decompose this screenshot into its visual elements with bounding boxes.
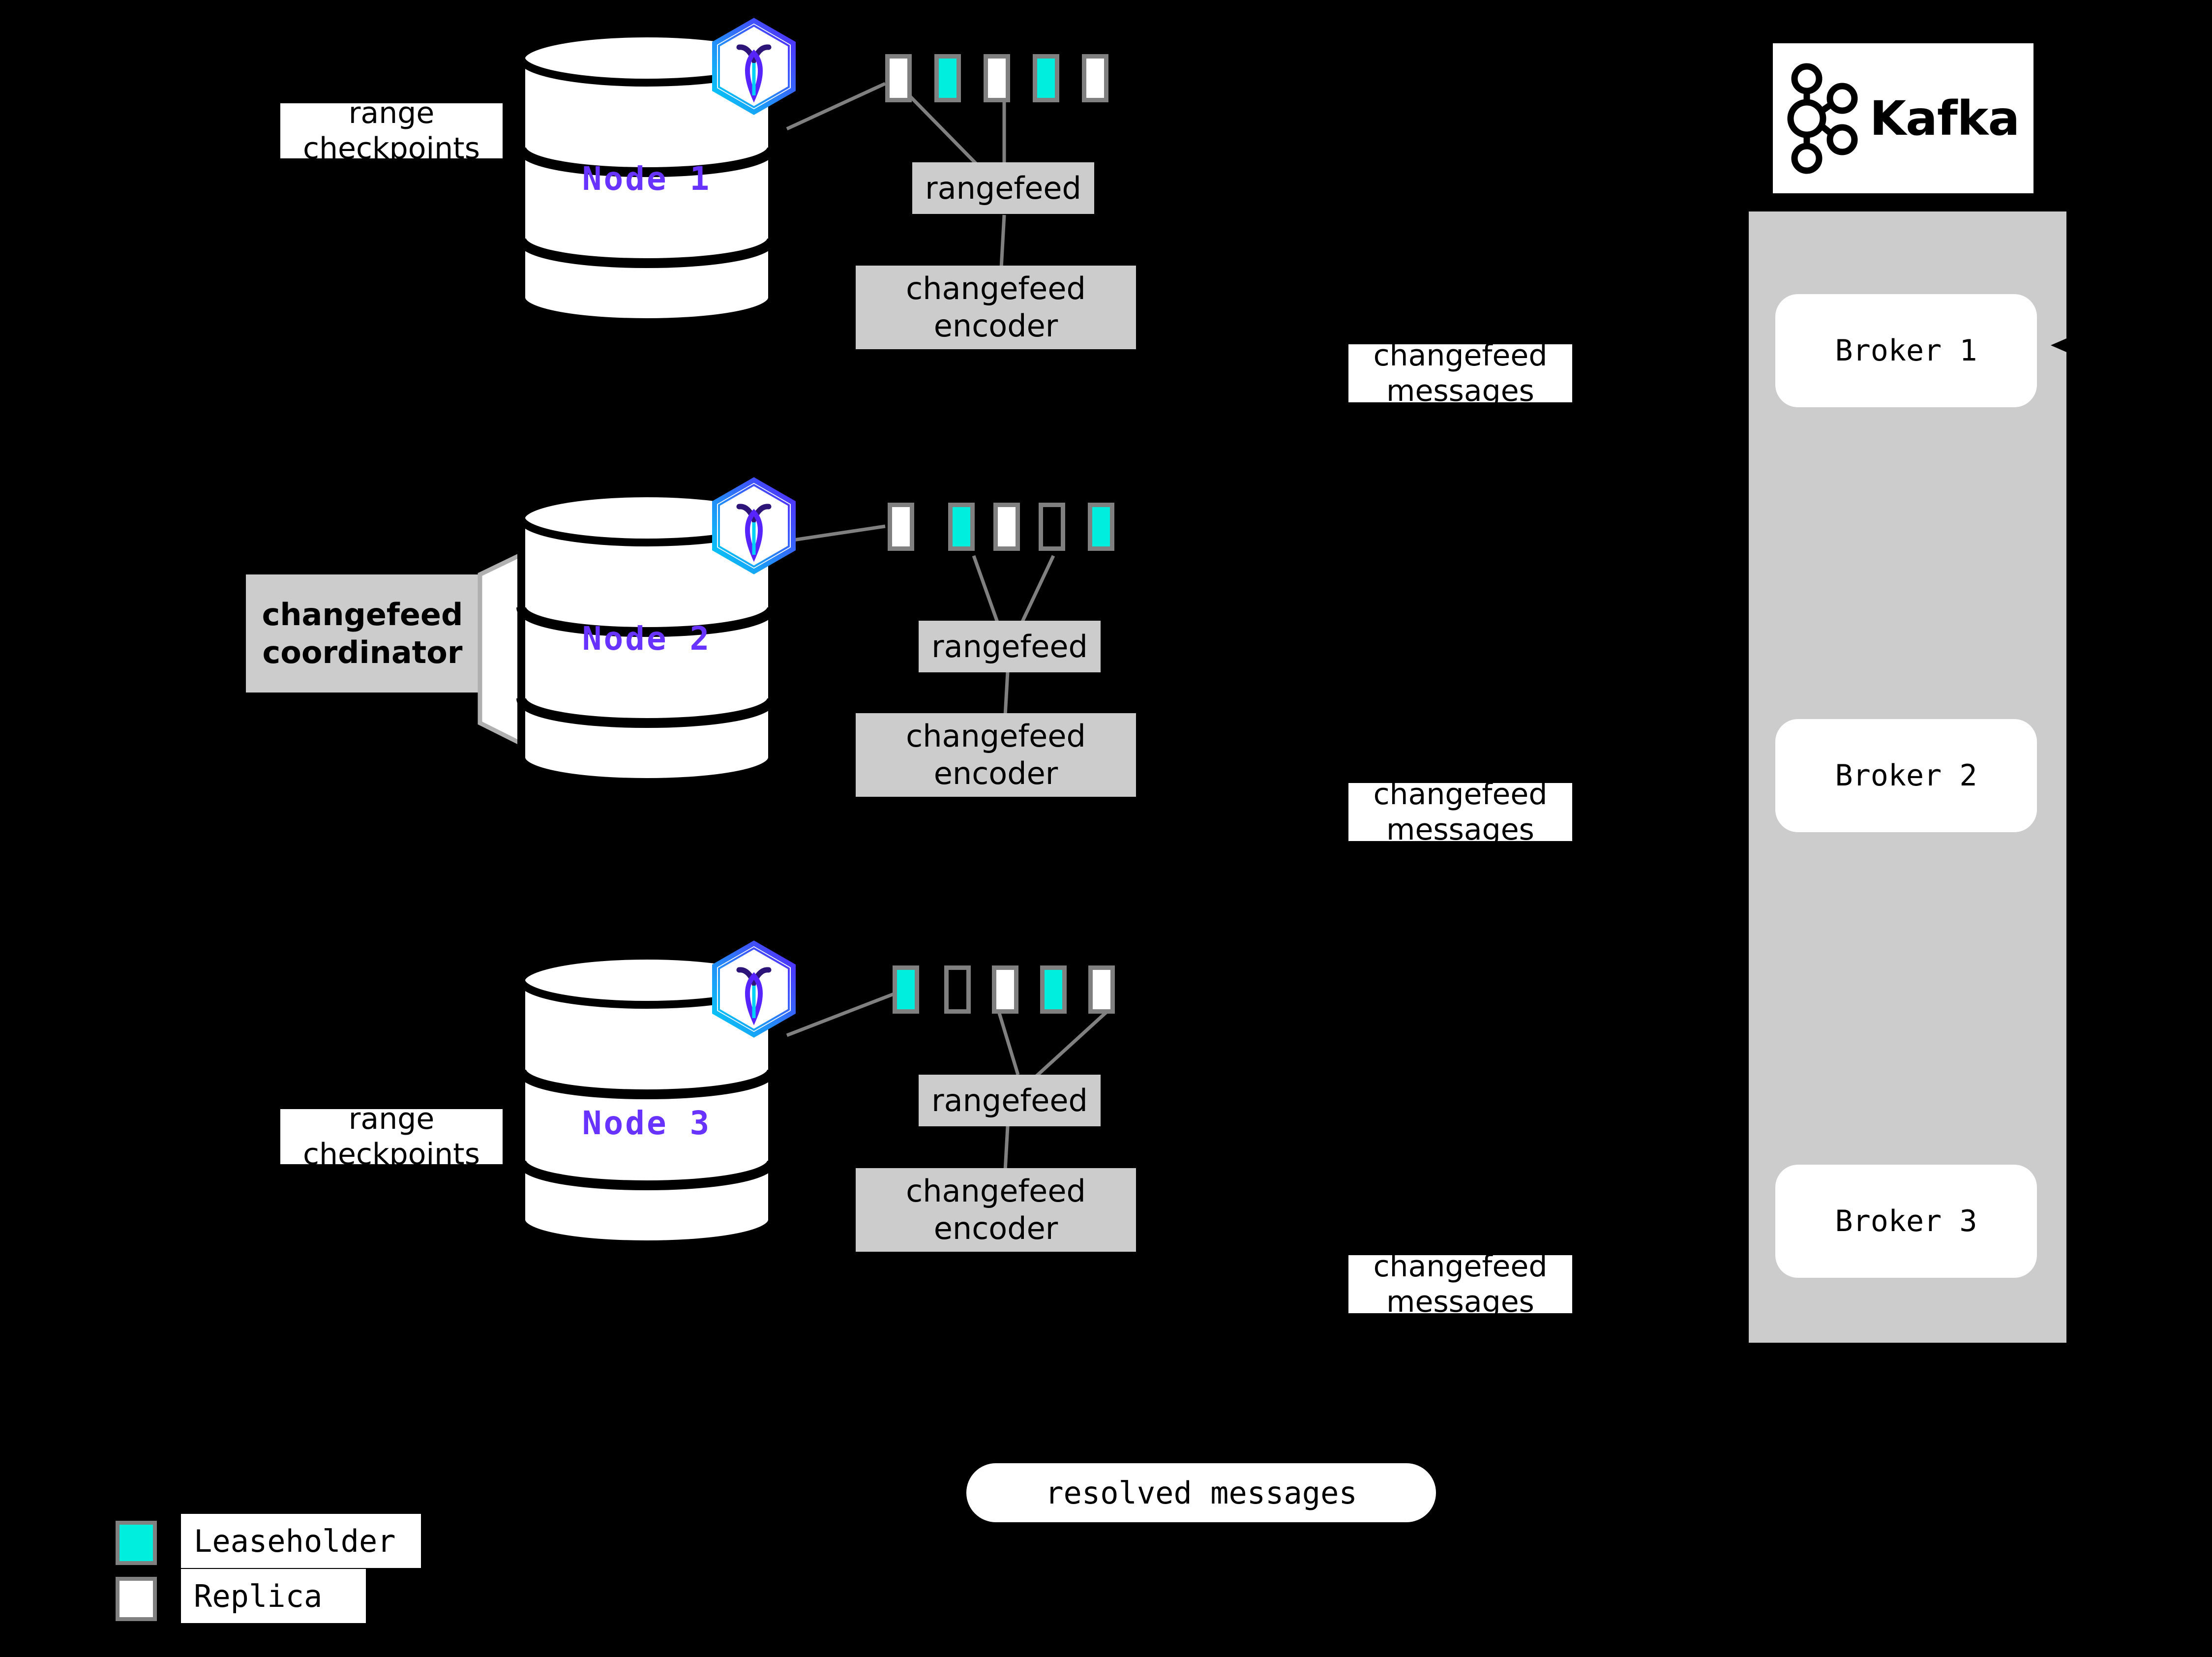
checkpoint-line-1: range — [348, 1102, 435, 1136]
broker-label: Broker 3 — [1835, 1204, 1977, 1238]
changefeed-messages-label-2: changefeed messages — [1348, 777, 1572, 847]
encoder-line-1: changefeed — [906, 718, 1086, 754]
range-box — [992, 965, 1018, 1014]
encoder-line-1: changefeed — [906, 1173, 1086, 1209]
range-box — [993, 503, 1020, 551]
range-box — [1088, 965, 1115, 1014]
changefeed-encoder-box-node3: changefeed encoder — [856, 1168, 1136, 1252]
range-box — [984, 54, 1010, 102]
rangefeed-box-node1: rangefeed — [912, 162, 1094, 214]
encoder-line-2: encoder — [933, 1210, 1058, 1246]
messages-line-1: changefeed — [1373, 777, 1548, 812]
range-box — [1088, 503, 1114, 551]
range-box — [1082, 54, 1108, 102]
range-box — [948, 503, 975, 551]
changefeed-messages-label-3: changefeed messages — [1348, 1249, 1572, 1319]
broker-label: Broker 1 — [1835, 333, 1977, 368]
legend-swatch-replica — [116, 1577, 157, 1621]
node-2-label: Node 2 — [582, 620, 712, 658]
checkpoint-line-1: range — [348, 96, 435, 130]
encoder-line-2: encoder — [933, 755, 1058, 791]
broker-label: Broker 2 — [1835, 758, 1977, 793]
encoder-line-1: changefeed — [906, 271, 1086, 307]
rangefeed-box-node2: rangefeed — [919, 621, 1101, 672]
changefeed-encoder-box-node2: changefeed encoder — [856, 713, 1136, 797]
rangefeed-label: rangefeed — [931, 1082, 1088, 1118]
legend-swatch-leaseholder — [116, 1521, 157, 1565]
messages-line-2: messages — [1386, 813, 1534, 847]
range-checkpoints-label-node1: range checkpoints — [280, 96, 503, 166]
kafka-inbound-arrow-icon — [2051, 332, 2080, 358]
range-box — [1039, 503, 1065, 551]
coordinator-line-2: coordinator — [262, 634, 463, 670]
cockroachdb-hexagon-icon-node3 — [710, 940, 798, 1041]
resolved-messages-label: resolved messages — [1045, 1475, 1357, 1511]
cockroachdb-hexagon-icon-node2 — [710, 477, 798, 577]
resolved-messages-pill: resolved messages — [966, 1463, 1436, 1522]
messages-line-2: messages — [1386, 1285, 1534, 1319]
messages-line-2: messages — [1386, 374, 1534, 408]
changefeed-encoder-box-node1: changefeed encoder — [856, 266, 1136, 349]
kafka-wordmark: Kafka — [1869, 90, 2020, 146]
range-box — [1033, 54, 1059, 102]
range-box — [944, 965, 971, 1014]
kafka-logo-box: Kafka — [1773, 43, 2033, 193]
rangefeed-box-node3: rangefeed — [919, 1075, 1101, 1126]
broker-3[interactable]: Broker 3 — [1775, 1165, 2037, 1278]
node-3-label: Node 3 — [582, 1104, 712, 1142]
coordinator-line-1: changefeed — [262, 596, 463, 633]
node-1-cylinder: Node 1 — [516, 30, 777, 325]
messages-line-1: changefeed — [1373, 338, 1548, 373]
legend-text: Replica — [194, 1578, 323, 1614]
messages-line-1: changefeed — [1373, 1249, 1548, 1284]
range-box — [885, 54, 912, 102]
broker-2[interactable]: Broker 2 — [1775, 719, 2037, 832]
changefeed-messages-label-1: changefeed messages — [1348, 338, 1572, 408]
range-checkpoints-label-node3: range checkpoints — [280, 1102, 503, 1172]
node-1-label: Node 1 — [582, 160, 712, 198]
encoder-line-2: encoder — [933, 308, 1058, 344]
legend-text: Leaseholder — [194, 1523, 396, 1559]
changefeed-coordinator-callout: changefeed coordinator — [246, 574, 479, 693]
range-box — [893, 965, 919, 1014]
broker-1[interactable]: Broker 1 — [1775, 294, 2037, 407]
legend-label-leaseholder: Leaseholder — [181, 1514, 421, 1568]
checkpoint-line-2: checkpoints — [303, 131, 480, 166]
node-3-cylinder: Node 3 — [516, 952, 777, 1247]
range-box — [934, 54, 961, 102]
checkpoint-line-2: checkpoints — [303, 1137, 480, 1172]
rangefeed-label: rangefeed — [925, 170, 1081, 206]
cockroachdb-hexagon-icon-node1 — [710, 18, 798, 118]
legend-label-replica: Replica — [181, 1569, 366, 1623]
range-box — [1040, 965, 1067, 1014]
range-box — [888, 503, 914, 551]
rangefeed-label: rangefeed — [931, 628, 1088, 664]
kafka-logo-icon — [1787, 63, 1858, 174]
node-2-cylinder: Node 2 — [516, 489, 777, 784]
